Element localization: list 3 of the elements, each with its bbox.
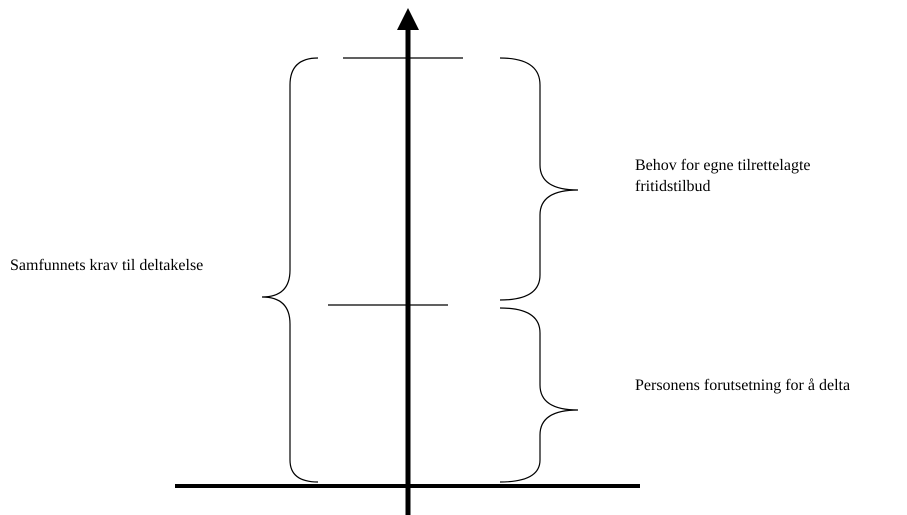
brace-label: Samfunnets krav til deltakelse	[10, 256, 204, 276]
brace-label: Behov for egne tilrettelagte fritidstilbud	[635, 156, 812, 197]
brace-label: Personens forutsetning for å delta	[635, 376, 852, 396]
